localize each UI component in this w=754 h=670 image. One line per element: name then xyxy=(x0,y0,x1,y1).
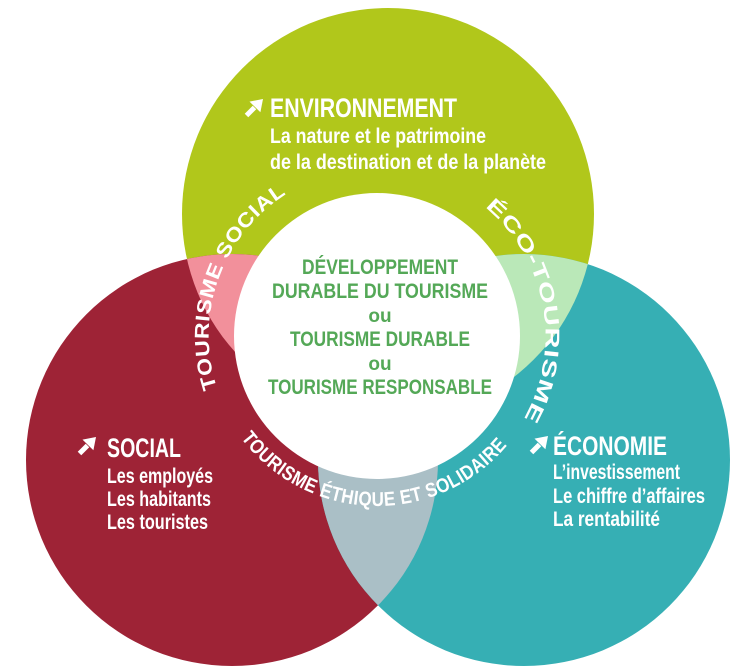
center-line: ou xyxy=(368,306,391,327)
economy-heading: ÉCONOMIE xyxy=(553,430,667,461)
economy-line: L’investissement xyxy=(553,461,680,484)
social-line: Les habitants xyxy=(107,488,211,511)
social-label-group: SOCIAL Les employés Les habitants Les to… xyxy=(80,433,213,534)
economy-line: La rentabilité xyxy=(553,508,660,531)
environment-label-group: ENVIRONNEMENT La nature et le patrimoine… xyxy=(247,93,546,174)
center-line: TOURISME DURABLE xyxy=(290,328,470,351)
social-line: Les touristes xyxy=(107,511,208,534)
economy-label-group: ÉCONOMIE L’investissement Le chiffre d’a… xyxy=(532,430,705,531)
social-heading: SOCIAL xyxy=(107,433,181,463)
environment-line: de la destination et de la planète xyxy=(270,151,546,174)
environment-heading: ENVIRONNEMENT xyxy=(270,93,457,123)
center-circle xyxy=(234,193,520,479)
economy-line: Le chiffre d’affaires xyxy=(553,485,705,508)
center-line: TOURISME RESPONSABLE xyxy=(268,376,492,399)
center-line: ou xyxy=(368,354,391,375)
social-line: Les employés xyxy=(107,465,213,488)
center-text-group: DÉVELOPPEMENT DURABLE DU TOURISME ou TOU… xyxy=(268,256,492,399)
center-line: DURABLE DU TOURISME xyxy=(272,280,488,303)
environment-line: La nature et le patrimoine xyxy=(270,125,486,148)
center-line: DÉVELOPPEMENT xyxy=(302,256,458,279)
